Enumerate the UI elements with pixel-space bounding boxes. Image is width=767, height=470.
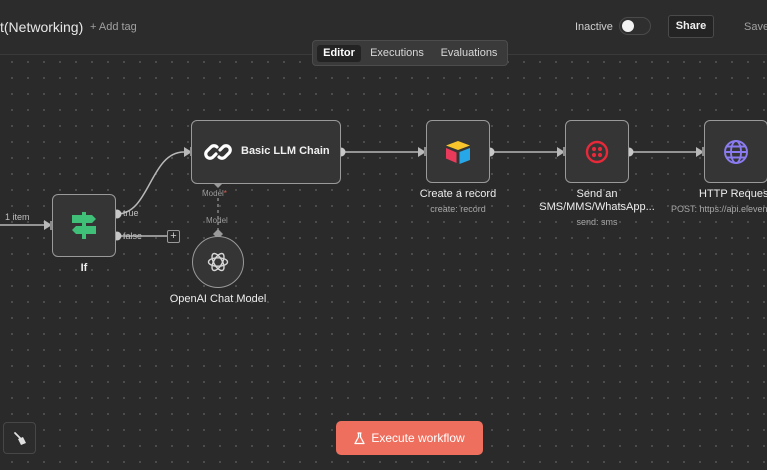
arrow-head-llm [184, 147, 192, 157]
twilio-node-label-line2: SMS/MMS/WhatsApp... [539, 201, 655, 213]
share-button[interactable]: Share [668, 15, 714, 38]
openai-logo-icon [207, 252, 229, 272]
execute-workflow-button[interactable]: Execute workflow [336, 421, 483, 455]
tidy-up-button[interactable] [3, 422, 36, 454]
arrow-head-airtable [418, 147, 426, 157]
model-port-text: Model [202, 189, 224, 198]
twilio-node-label-line1: Send an [576, 188, 618, 200]
http-request-node[interactable] [704, 120, 767, 183]
add-tag-button[interactable]: + Add tag [90, 21, 137, 33]
link-chain-icon [204, 144, 232, 160]
if-false-label: false [123, 231, 143, 241]
required-mark: * [223, 189, 227, 198]
openai-chat-model-node[interactable] [192, 236, 244, 288]
edge-item-count: 1 item [5, 212, 30, 222]
flask-icon [354, 432, 365, 445]
twilio-logo-icon [585, 140, 609, 164]
if-node-label: If [80, 262, 88, 274]
globe-icon [724, 140, 748, 164]
model-connector-label: Model [206, 216, 228, 225]
active-toggle[interactable] [619, 17, 651, 35]
tab-evaluations[interactable]: Evaluations [440, 47, 498, 59]
arrow-head-twilio [557, 147, 565, 157]
status-label: Inactive [575, 21, 613, 33]
if-signpost-icon [72, 212, 96, 239]
if-node[interactable] [52, 194, 116, 257]
tab-executions[interactable]: Executions [370, 47, 424, 59]
http-node-sublabel: POST: https://api.eleven [671, 204, 767, 214]
airtable-node-sublabel: create: record [430, 204, 486, 214]
airtable-logo-icon [446, 141, 470, 164]
airtable-node-label: Create a record [419, 188, 497, 200]
twilio-node-sublabel: send: sms [576, 217, 618, 227]
llm-chain-title: Basic LLM Chain [241, 145, 330, 157]
view-tabs: Editor Executions Evaluations [312, 40, 508, 66]
tab-editor[interactable]: Editor [317, 45, 361, 62]
twilio-node[interactable] [565, 120, 629, 183]
arrow-head-if [44, 220, 52, 230]
http-node-label: HTTP Reques [699, 188, 767, 200]
llm-model-port-label: Model* [202, 189, 227, 198]
basic-llm-chain-node[interactable]: Basic LLM Chain [191, 120, 341, 184]
add-node-button[interactable]: + [167, 230, 180, 243]
workflow-name[interactable]: t(Networking) [0, 19, 84, 35]
if-true-label: true [123, 208, 139, 218]
broom-icon [14, 432, 26, 445]
arrow-head-http [696, 147, 704, 157]
connection-if-true-to-llm [116, 151, 185, 215]
openai-node-label: OpenAI Chat Model [169, 293, 267, 305]
save-button[interactable]: Save [744, 21, 767, 33]
execute-workflow-label: Execute workflow [371, 431, 465, 445]
toggle-knob [622, 20, 634, 32]
airtable-node[interactable] [426, 120, 490, 183]
